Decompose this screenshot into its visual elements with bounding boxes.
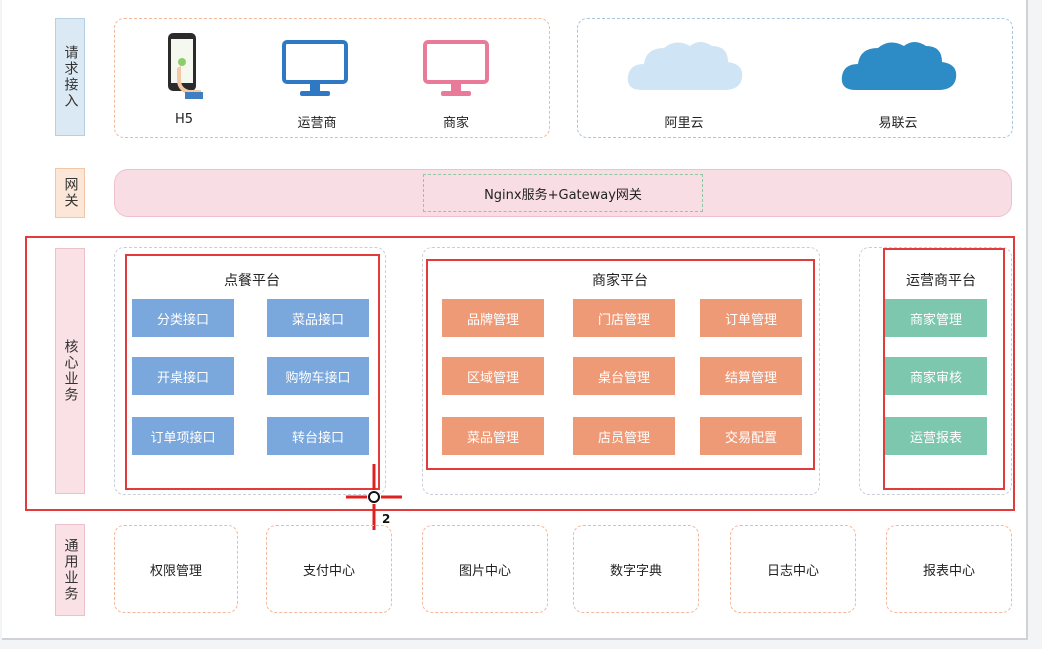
- ordering-item: 开桌接口: [132, 357, 234, 395]
- ordering-item: 菜品接口: [267, 299, 369, 337]
- layer-label-common: 通用业务: [55, 524, 85, 616]
- merchant-monitor-icon: [423, 40, 489, 98]
- operator-platform-title: 运营商平台: [906, 273, 976, 289]
- merchant-item: 订单管理: [700, 299, 802, 337]
- merchant-platform-title: 商家平台: [592, 273, 648, 289]
- ordering-item: 转台接口: [267, 417, 369, 455]
- merchant-item: 店员管理: [573, 417, 675, 455]
- merchant-item: 桌台管理: [573, 357, 675, 395]
- common-service-box: 图片中心: [422, 525, 548, 613]
- merchant-platform-highlight: [426, 259, 815, 470]
- core-business-highlight: [25, 236, 1015, 511]
- cloud-icon: [624, 36, 746, 96]
- operator-item: 运营报表: [885, 417, 987, 455]
- common-service-box: 报表中心: [886, 525, 1012, 613]
- dark-cloud-icon: [838, 36, 960, 96]
- ordering-item: 分类接口: [132, 299, 234, 337]
- common-service-box: 日志中心: [730, 525, 856, 613]
- merchant-item: 门店管理: [573, 299, 675, 337]
- common-service-box: 支付中心: [266, 525, 392, 613]
- gateway-bar: [114, 169, 1012, 217]
- operator-platform-frame: [859, 247, 1012, 495]
- ordering-platform-highlight: [125, 254, 380, 490]
- monitor-icon: [282, 40, 348, 98]
- operator-item: 商家管理: [885, 299, 987, 337]
- merchant-platform-frame: [422, 247, 820, 495]
- ordering-item: 订单项接口: [132, 417, 234, 455]
- client-label-operator: 运营商: [297, 116, 337, 131]
- ordering-platform-title: 点餐平台: [224, 273, 280, 289]
- gateway-label: Nginx服务+Gateway网关: [423, 174, 703, 212]
- cloud-label-yilianyun: 易联云: [878, 116, 918, 131]
- layer-label-request: 请求接入: [55, 18, 85, 136]
- common-service-box: 权限管理: [114, 525, 238, 613]
- merchant-item: 品牌管理: [442, 299, 544, 337]
- operator-platform-highlight: [883, 248, 1005, 490]
- ordering-platform-frame: [114, 247, 386, 495]
- merchant-item: 结算管理: [700, 357, 802, 395]
- cloud-group: [577, 18, 1013, 138]
- client-label-h5: H5: [174, 112, 194, 127]
- cloud-label-aliyun: 阿里云: [664, 116, 704, 131]
- cursor-badge: 2: [382, 512, 391, 526]
- client-group: [114, 18, 550, 138]
- client-label-merchant: 商家: [442, 116, 469, 131]
- architecture-diagram: 请求接入 网关 核心业务 通用业务 H5 运营商 商家: [2, 0, 1028, 640]
- merchant-item: 交易配置: [700, 417, 802, 455]
- merchant-item: 区域管理: [442, 357, 544, 395]
- mobile-phone-icon: [165, 32, 207, 100]
- operator-item: 商家审核: [885, 357, 987, 395]
- layer-label-core: 核心业务: [55, 248, 85, 494]
- common-service-box: 数字字典: [573, 525, 699, 613]
- ordering-item: 购物车接口: [267, 357, 369, 395]
- layer-label-gateway: 网关: [55, 168, 85, 218]
- merchant-item: 菜品管理: [442, 417, 544, 455]
